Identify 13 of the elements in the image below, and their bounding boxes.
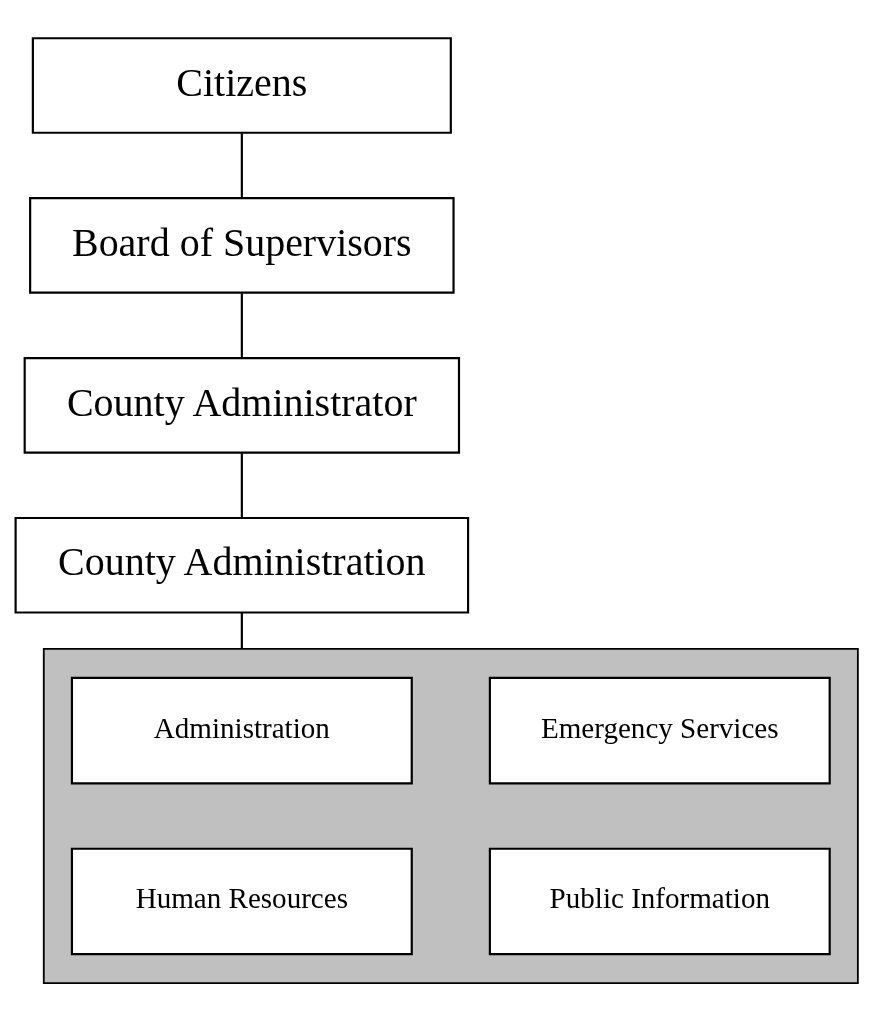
node-box: Citizens xyxy=(31,37,452,134)
connector xyxy=(240,293,243,358)
node-box: Administration xyxy=(70,676,413,785)
node-box: Emergency Services xyxy=(488,676,831,785)
node-box: Board of Supervisors xyxy=(29,197,455,294)
cluster xyxy=(42,647,859,985)
connector xyxy=(240,453,243,518)
node-box: Public Information xyxy=(488,847,831,956)
connector xyxy=(240,613,243,649)
node-box: Human Resources xyxy=(70,847,413,956)
node-box: County Administration xyxy=(14,516,470,614)
node-box: County Administrator xyxy=(23,357,461,454)
connector xyxy=(240,133,243,198)
